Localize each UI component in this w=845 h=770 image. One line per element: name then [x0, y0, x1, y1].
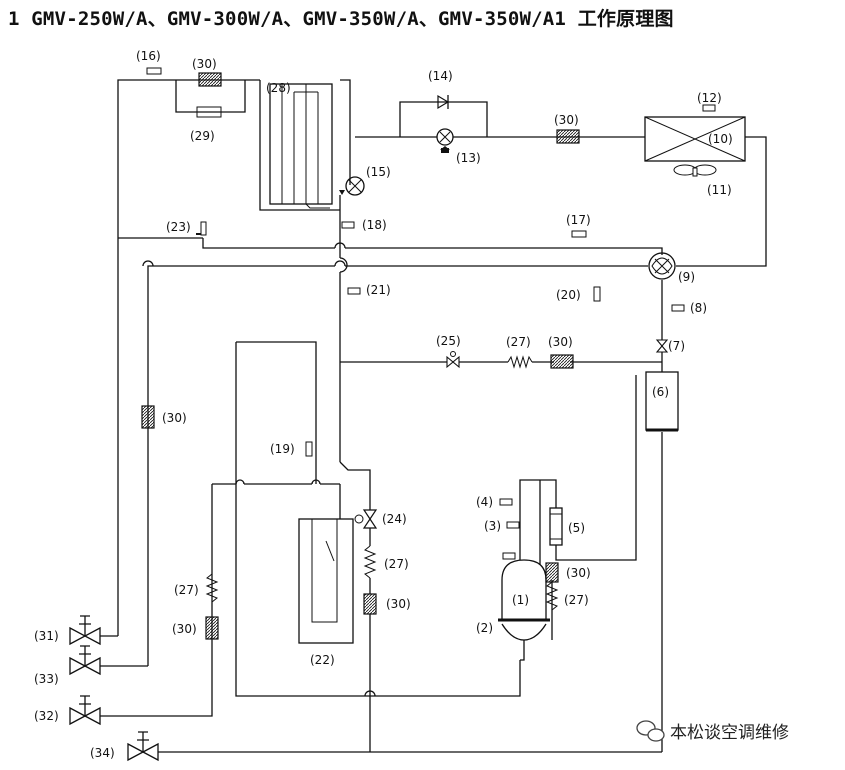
- label-30b: (30): [554, 113, 579, 127]
- label-27a: (27): [506, 335, 531, 349]
- label-30d: (30): [162, 411, 187, 425]
- capillary-27-horizontal: [507, 355, 533, 369]
- diagram-title: 1 GMV-250W/A、GMV-300W/A、GMV-350W/A、GMV-3…: [8, 4, 674, 31]
- label-8: (8): [690, 301, 707, 315]
- capillary-27-compressor: [545, 581, 559, 611]
- label-25: (25): [436, 334, 461, 348]
- expansion-valve-15: [339, 176, 365, 196]
- label-16: (16): [136, 49, 161, 63]
- plate-heat-exchanger: [269, 83, 333, 209]
- watermark-text: 本松谈空调维修: [670, 723, 789, 743]
- service-valve-32: [69, 695, 101, 726]
- label-30g: (30): [172, 622, 197, 636]
- filter-30-top-left: [198, 72, 222, 87]
- label-14: (14): [428, 69, 453, 83]
- valve-25: [446, 351, 460, 369]
- condenser-10: [644, 116, 746, 162]
- sensor-3: [506, 521, 520, 529]
- fan-11: [673, 164, 717, 177]
- filter-30-compressor: [545, 562, 559, 583]
- filter-30-mid: [363, 593, 377, 615]
- pipe-crossings: [142, 242, 376, 697]
- label-9: (9): [678, 270, 695, 284]
- label-29: (29): [190, 129, 215, 143]
- label-17: (17): [566, 213, 591, 227]
- label-2: (2): [476, 621, 493, 635]
- label-1: (1): [512, 593, 529, 607]
- label-33: (33): [34, 672, 59, 686]
- compressor-1: [498, 559, 550, 661]
- label-27d: (27): [564, 593, 589, 607]
- label-31: (31): [34, 629, 59, 643]
- pipe-network: [100, 79, 767, 753]
- label-30f: (30): [386, 597, 411, 611]
- sensor-19: [305, 441, 313, 457]
- four-way-valve-9: [648, 252, 676, 280]
- valve-7: [655, 339, 669, 353]
- label-11: (11): [707, 183, 732, 197]
- label-32: (32): [34, 709, 59, 723]
- check-valve-14: [437, 94, 450, 110]
- expansion-valve-13: [436, 128, 454, 153]
- service-valve-31: [69, 615, 101, 646]
- label-24: (24): [382, 512, 407, 526]
- label-22: (22): [310, 653, 335, 667]
- sensor-17: [571, 230, 587, 238]
- sensor-21: [347, 287, 361, 295]
- capillary-27-mid: [363, 545, 377, 579]
- label-27b: (27): [384, 557, 409, 571]
- filter-30-left: [141, 405, 155, 429]
- label-20: (20): [556, 288, 581, 302]
- accumulator-6: [645, 371, 679, 432]
- label-34: (34): [90, 746, 115, 760]
- label-27c: (27): [174, 583, 199, 597]
- label-4: (4): [476, 495, 493, 509]
- label-21: (21): [366, 283, 391, 297]
- watermark: 本松谈空调维修: [636, 720, 789, 743]
- label-12: (12): [697, 91, 722, 105]
- label-13: (13): [456, 151, 481, 165]
- sensor-4: [499, 498, 513, 506]
- sensor-23: [196, 221, 207, 236]
- sensor-12: [702, 104, 716, 112]
- label-28: (28): [266, 81, 291, 95]
- exchanger-22: [298, 484, 354, 644]
- label-6: (6): [652, 385, 669, 399]
- label-10: (10): [708, 132, 733, 146]
- label-3: (3): [484, 519, 501, 533]
- filter-30-horizontal: [550, 354, 574, 369]
- title-text: 1 GMV-250W/A、GMV-300W/A、GMV-350W/A、GMV-3…: [8, 8, 674, 30]
- sensor-8: [671, 304, 685, 312]
- oil-separator-5: [549, 507, 563, 546]
- filter-30-lower-left: [205, 616, 219, 640]
- filter-30-top-right: [556, 129, 580, 144]
- label-18: (18): [362, 218, 387, 232]
- sensor-2-top: [502, 552, 516, 560]
- wechat-icon: [636, 720, 665, 742]
- sensor-29: [196, 106, 222, 118]
- sensor-18: [341, 221, 355, 229]
- label-7: (7): [668, 339, 685, 353]
- component-labels: (16) (30) (28) (29) (14) (13) (30) (12) …: [34, 49, 733, 760]
- capillary-27-left: [205, 573, 219, 603]
- label-30a: (30): [192, 57, 217, 71]
- sensor-16: [146, 67, 162, 75]
- label-23: (23): [166, 220, 191, 234]
- service-valve-34: [127, 731, 159, 762]
- label-30e: (30): [566, 566, 591, 580]
- label-19: (19): [270, 442, 295, 456]
- sensor-20: [593, 286, 601, 302]
- service-valve-33: [69, 645, 101, 676]
- label-30c: (30): [548, 335, 573, 349]
- solenoid-valve-24: [354, 509, 378, 529]
- label-5: (5): [568, 521, 585, 535]
- label-15: (15): [366, 165, 391, 179]
